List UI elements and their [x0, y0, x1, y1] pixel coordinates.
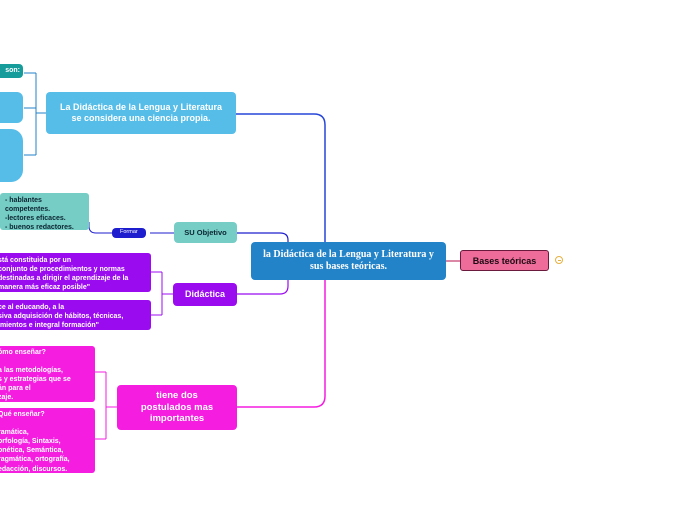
connector-ciencia-children	[24, 72, 46, 156]
topic-didactica[interactable]: Didáctica	[173, 283, 237, 306]
collapse-toggle-icon[interactable]	[555, 256, 563, 264]
topic-objetivo[interactable]: SU Objetivo	[174, 222, 237, 243]
objetivo-detail[interactable]: - hablantes competentes. -lectores efica…	[0, 193, 89, 230]
connector-didactica-details	[151, 271, 173, 316]
topic-ciencia-label: La Didáctica de la Lengua y Literatura s…	[59, 102, 223, 123]
topic-objetivo-label: SU Objetivo	[184, 228, 227, 237]
topic-son-child-1[interactable]	[0, 92, 23, 123]
connector-main-postulados	[237, 279, 326, 408]
topic-ciencia[interactable]: La Didáctica de la Lengua y Literatura s…	[46, 92, 236, 134]
didactica-detail-1[interactable]: stá constituida por un conjunto de proce…	[0, 253, 151, 292]
connector-main-didactica	[237, 279, 289, 295]
postulado-como[interactable]: ómo enseñar? a las metodologías, s y est…	[0, 346, 95, 402]
topic-son-label: son:	[5, 66, 20, 74]
didactica-detail-2[interactable]: ce al educando, a la siva adquisición de…	[0, 300, 151, 330]
root-label: Bases teóricas	[472, 255, 537, 266]
topic-son[interactable]: son:	[0, 64, 23, 78]
topic-postulados-label: tiene dos postulados mas importantes	[140, 390, 214, 425]
main-topic-label: la Didáctica de la Lengua y Literatura y…	[263, 249, 434, 272]
connector-main-objetivo	[237, 232, 289, 243]
main-topic[interactable]: la Didáctica de la Lengua y Literatura y…	[251, 242, 446, 280]
connector-objetivo-detail	[88, 222, 174, 234]
root-node[interactable]: Bases teóricas	[460, 250, 549, 271]
topic-didactica-label: Didáctica	[184, 289, 226, 300]
topic-postulados[interactable]: tiene dos postulados mas importantes	[117, 385, 237, 430]
connector-label-formar: Formar	[112, 228, 146, 238]
connector-main-ciencia	[236, 113, 326, 243]
topic-son-child-2[interactable]	[0, 129, 23, 182]
postulado-que[interactable]: Qué enseñar? ramática, orfología, Sintax…	[0, 408, 95, 473]
connector-postulados-details	[95, 371, 117, 440]
